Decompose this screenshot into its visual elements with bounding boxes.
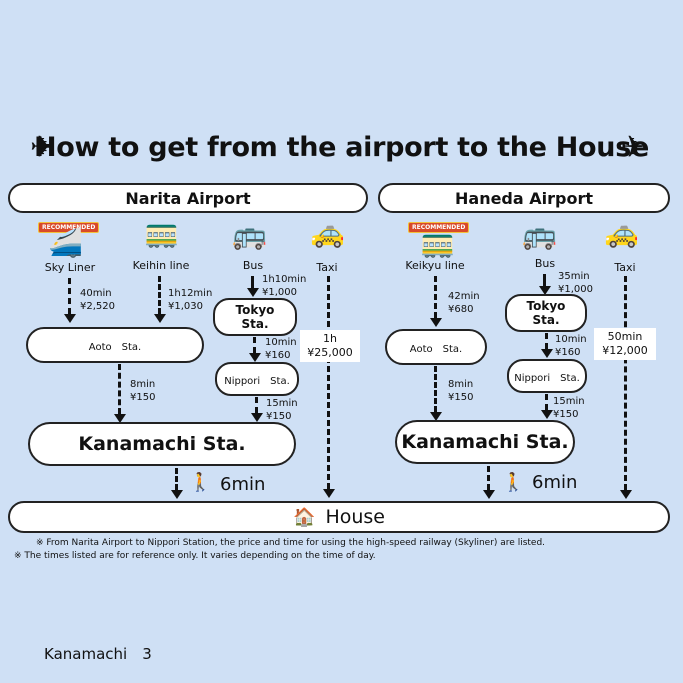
narita-taxi-time: 1h xyxy=(323,332,337,345)
haneda-tn-price: ¥160 xyxy=(555,347,581,358)
house-label: House xyxy=(325,506,385,528)
note-1: ※ From Narita Airport to Nippori Station… xyxy=(36,538,546,548)
haneda-aoto-label: Aoto Sta. xyxy=(409,343,463,355)
haneda-tn-time: 10min xyxy=(555,334,587,345)
haneda-bus-price: ¥1,000 xyxy=(558,284,593,295)
narita-nippori-kana-info: 15min ¥150 xyxy=(266,397,298,423)
haneda-bus-icon: 🚌 xyxy=(522,218,557,251)
narita-kanamachi-label: Kanamachi Sta. xyxy=(78,433,246,455)
narita-taxi-price: ¥25,000 xyxy=(307,346,353,359)
skyliner-train-icon: 🚄 xyxy=(48,226,83,259)
haneda-tokyo-nippori-info: 10min ¥160 xyxy=(555,333,587,359)
narita-nk-price: ¥150 xyxy=(266,411,292,422)
skyliner-time: 40min xyxy=(80,288,112,299)
narita-tokyo-sta: Tokyo Sta. xyxy=(213,298,297,336)
keihin-time: 1h12min xyxy=(168,288,213,299)
recommended-badge-haneda: RECOMMENDED xyxy=(408,222,470,233)
narita-walk-time: 6min xyxy=(220,474,266,495)
recommended-badge-narita: RECOMMENDED xyxy=(38,222,100,233)
page-title: How to get from the airport to the House xyxy=(33,132,649,163)
haneda-bus-info: 35min ¥1,000 xyxy=(558,270,593,296)
skyliner-price: ¥2,520 xyxy=(80,301,115,312)
narita-aoto-kana-info: 8min ¥150 xyxy=(130,378,155,404)
haneda-walk-time: 6min xyxy=(532,472,578,493)
house-destination: 🏠 House xyxy=(8,501,670,533)
haneda-taxi-label: Taxi xyxy=(614,261,636,274)
narita-tn-time: 10min xyxy=(265,337,297,348)
house-icon: 🏠 xyxy=(293,506,316,528)
haneda-taxi-icon: 🚕 xyxy=(604,216,639,249)
haneda-walk-icon: 🚶 xyxy=(502,472,525,493)
keihin-train-icon: 🚃 xyxy=(144,216,179,249)
narita-tokyo-sta-label: Tokyo Sta. xyxy=(235,303,275,331)
narita-nk-time: 15min xyxy=(266,398,298,409)
keihin-info: 1h12min ¥1,030 xyxy=(168,287,212,313)
narita-tn-price: ¥160 xyxy=(265,350,291,361)
narita-taxi-info: 1h ¥25,000 xyxy=(300,330,360,362)
narita-walk-icon: 🚶 xyxy=(189,472,212,493)
narita-kanamachi-sta: Kanamachi Sta. xyxy=(28,422,296,466)
haneda-tokyo-sta-label: Tokyo Sta. xyxy=(526,299,566,327)
narita-bus-icon: 🚌 xyxy=(232,218,267,251)
narita-nippori-label: Nippori Sta. xyxy=(224,375,290,387)
narita-bus-price: ¥1,000 xyxy=(262,287,297,298)
skyliner-label: Sky Liner xyxy=(44,261,96,274)
haneda-bus-label: Bus xyxy=(534,257,556,270)
haneda-nippori-label: Nippori Sta. xyxy=(514,372,580,384)
narita-taxi-icon: 🚕 xyxy=(310,216,345,249)
haneda-aoto-sta: Aoto Sta. xyxy=(385,329,487,365)
narita-bus-time: 1h10min xyxy=(262,274,307,285)
haneda-nk-time: 15min xyxy=(553,396,585,407)
plane-icon-left: ✈ xyxy=(30,130,56,165)
haneda-nippori-kana-info: 15min ¥150 xyxy=(553,395,585,421)
keikyu-train-icon: 🚃 xyxy=(420,226,455,259)
haneda-ak-time: 8min xyxy=(448,379,474,390)
keikyu-time: 42min xyxy=(448,291,480,302)
narita-ak-time: 8min xyxy=(130,379,156,390)
keihin-label: Keihin line xyxy=(132,259,190,272)
skyliner-info: 40min ¥2,520 xyxy=(80,287,115,313)
haneda-nippori-sta: Nippori Sta. xyxy=(507,359,587,393)
narita-ak-price: ¥150 xyxy=(130,392,156,403)
narita-bus-info: 1h10min ¥1,000 xyxy=(262,273,306,299)
haneda-bus-time: 35min xyxy=(558,271,590,282)
plane-icon-right: ✈ xyxy=(620,130,646,165)
narita-header-label: Narita Airport xyxy=(125,188,251,208)
note-2: ※ The times listed are for reference onl… xyxy=(14,551,376,561)
haneda-tokyo-sta: Tokyo Sta. xyxy=(505,294,587,332)
narita-nippori-sta: Nippori Sta. xyxy=(215,362,299,396)
haneda-ak-price: ¥150 xyxy=(448,392,474,403)
keihin-price: ¥1,030 xyxy=(168,301,203,312)
haneda-header: Haneda Airport xyxy=(378,183,670,213)
haneda-taxi-time: 50min xyxy=(607,330,643,343)
haneda-taxi-info: 50min ¥12,000 xyxy=(594,328,656,360)
keikyu-price: ¥680 xyxy=(448,304,474,315)
footer-label: Kanamachi 3 xyxy=(44,645,152,663)
haneda-nk-price: ¥150 xyxy=(553,409,579,420)
keikyu-label: Keikyu line xyxy=(405,259,465,272)
narita-header: Narita Airport xyxy=(8,183,368,213)
haneda-kanamachi-label: Kanamachi Sta. xyxy=(401,431,569,453)
narita-bus-label: Bus xyxy=(242,259,264,272)
haneda-header-label: Haneda Airport xyxy=(455,188,593,208)
narita-aoto-label: Aoto Sta. xyxy=(88,341,142,353)
haneda-aoto-kana-info: 8min ¥150 xyxy=(448,378,473,404)
haneda-kanamachi-sta: Kanamachi Sta. xyxy=(395,420,575,464)
narita-aoto-sta: Aoto Sta. xyxy=(26,327,204,363)
haneda-taxi-price: ¥12,000 xyxy=(602,344,648,357)
narita-tokyo-nippori-info: 10min ¥160 xyxy=(265,336,297,362)
keikyu-info: 42min ¥680 xyxy=(448,290,480,316)
narita-taxi-label: Taxi xyxy=(316,261,338,274)
